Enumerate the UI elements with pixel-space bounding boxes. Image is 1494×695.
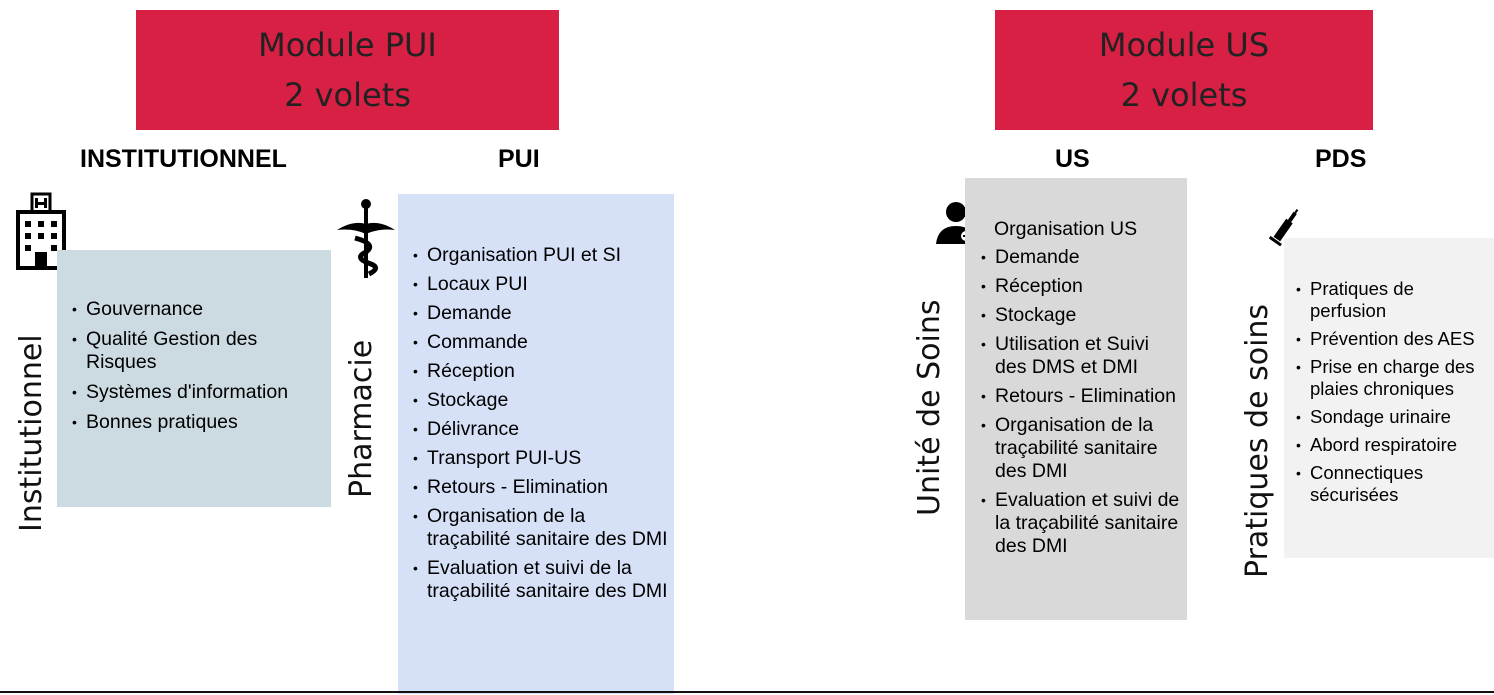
vertical-label-pharmacie: Pharmacie xyxy=(344,339,379,498)
list-item: Evaluation et suivi de la traçabilité sa… xyxy=(411,557,668,603)
list-item: Organisation PUI et SI xyxy=(411,244,668,267)
list-item: Pratiques de perfusion xyxy=(1294,278,1490,322)
module-us-title: Module US xyxy=(1098,26,1270,64)
panel-pharmacie: Organisation PUI et SI Locaux PUI Demand… xyxy=(398,194,674,694)
list-item: Stockage xyxy=(411,389,668,412)
list-item: Demande xyxy=(411,302,668,325)
header-us: US xyxy=(1055,145,1090,173)
list-item: Organisation de la traçabilité sanitaire… xyxy=(979,414,1185,483)
list-unite-soins: Demande Réception Stockage Utilisation e… xyxy=(979,246,1185,564)
list-item: Qualité Gestion des Risques xyxy=(70,328,321,374)
list-item: Gouvernance xyxy=(70,298,321,321)
list-item: Utilisation et Suivi des DMS et DMI xyxy=(979,333,1185,379)
list-item: Demande xyxy=(979,246,1185,269)
list-item: Réception xyxy=(979,275,1185,298)
syringe-icon xyxy=(1266,206,1306,247)
panel-pratiques-soins: Pratiques de perfusion Prévention des AE… xyxy=(1284,238,1494,558)
list-item: Bonnes pratiques xyxy=(70,411,321,434)
list-institutionnel: Gouvernance Qualité Gestion des Risques … xyxy=(70,298,321,434)
panel-institutionnel: Gouvernance Qualité Gestion des Risques … xyxy=(57,250,331,507)
module-us-box: Module US 2 volets xyxy=(995,10,1373,130)
list-item: Retours - Elimination xyxy=(979,385,1185,408)
hospital-icon xyxy=(12,192,70,270)
list-item: Réception xyxy=(411,360,668,383)
list-item: Prévention des AES xyxy=(1294,328,1490,350)
us-first-item: Organisation US xyxy=(994,218,1138,240)
list-item: Commande xyxy=(411,331,668,354)
module-pui-box: Module PUI 2 volets xyxy=(136,10,559,130)
header-pui: PUI xyxy=(498,145,540,173)
list-item: Abord respiratoire xyxy=(1294,434,1490,456)
header-pds: PDS xyxy=(1315,145,1367,173)
module-pui-subtitle: 2 volets xyxy=(284,76,411,114)
list-item: Sondage urinaire xyxy=(1294,406,1490,428)
list-item: Locaux PUI xyxy=(411,273,668,296)
caduceus-icon xyxy=(333,194,399,280)
list-item: Retours - Elimination xyxy=(411,476,668,499)
list-item: Stockage xyxy=(979,304,1185,327)
list-item: Organisation de la traçabilité sanitaire… xyxy=(411,505,668,551)
list-pratiques-soins: Pratiques de perfusion Prévention des AE… xyxy=(1294,278,1490,506)
vertical-label-unite-soins: Unité de Soins xyxy=(912,299,947,516)
list-item: Systèmes d'information xyxy=(70,381,321,404)
list-item: Délivrance xyxy=(411,418,668,441)
list-item: Transport PUI-US xyxy=(411,447,668,470)
header-institutionnel: INSTITUTIONNEL xyxy=(80,145,287,173)
list-item: Evaluation et suivi de la traçabilité sa… xyxy=(979,489,1185,558)
module-us-subtitle: 2 volets xyxy=(1120,76,1248,114)
list-item: Connectiques sécurisées xyxy=(1294,462,1490,506)
list-pharmacie: Organisation PUI et SI Locaux PUI Demand… xyxy=(411,244,668,603)
vertical-label-institutionnel: Institutionnel xyxy=(14,334,49,532)
module-pui-title: Module PUI xyxy=(258,26,437,64)
vertical-label-pratiques-soins: Pratiques de soins xyxy=(1240,303,1275,578)
list-item: Prise en charge des plaies chroniques xyxy=(1294,356,1490,400)
bottom-divider xyxy=(0,691,1494,693)
